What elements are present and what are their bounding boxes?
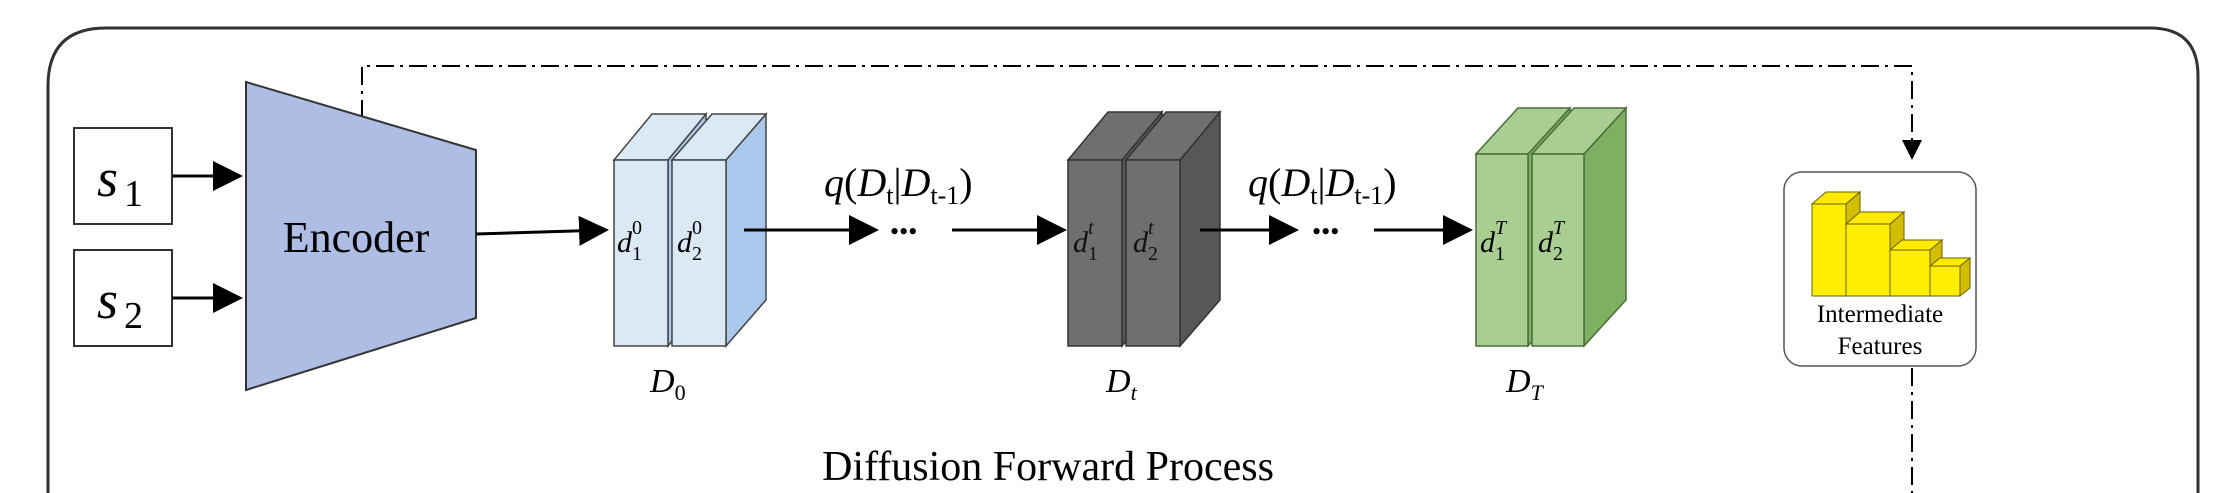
process-label: Diffusion Forward Process [822, 444, 1274, 490]
ellipsis-2: ••• [1312, 217, 1339, 246]
transition-label-1: q(Dt|Dt-1) [824, 160, 973, 210]
latent-dt: d1t d2t Dt [1066, 109, 1222, 405]
outer-frame [46, 26, 2200, 493]
dT-right-label: d2T [1538, 217, 1566, 265]
latent-d0: d10 d20 D0 [612, 111, 768, 405]
dT-slab-right [1530, 106, 1628, 348]
feature-bars-icon [1810, 190, 1972, 298]
features-label-line1: Intermediate [1817, 301, 1943, 328]
svg-text:s2: s2 [97, 270, 143, 337]
features-label-line2: Features [1838, 333, 1923, 360]
d0-name-label: D0 [649, 363, 686, 405]
d0-left-label: d10 [617, 217, 642, 265]
intermediate-features: Intermediate Features [1783, 171, 1977, 367]
ellipsis-1: ••• [890, 217, 917, 246]
encoder-label: Encoder [283, 213, 430, 262]
arrow-encoder-d0 [475, 215, 609, 246]
dT-name-label: DT [1505, 363, 1545, 405]
latent-dT: d1T d2T DT [1474, 106, 1628, 405]
dt-name-label: Dt [1105, 363, 1138, 405]
dt-left-label: d1t [1073, 217, 1098, 265]
svg-text:s1: s1 [97, 148, 143, 215]
dT-left-label: d1T [1480, 217, 1508, 265]
d0-right-label: d20 [677, 217, 702, 265]
skip-connection-line [361, 65, 1922, 160]
transition-label-2: q(Dt|Dt-1) [1248, 160, 1397, 210]
dt-right-label: d2t [1133, 217, 1158, 265]
encoder-block: Encoder [245, 80, 477, 392]
